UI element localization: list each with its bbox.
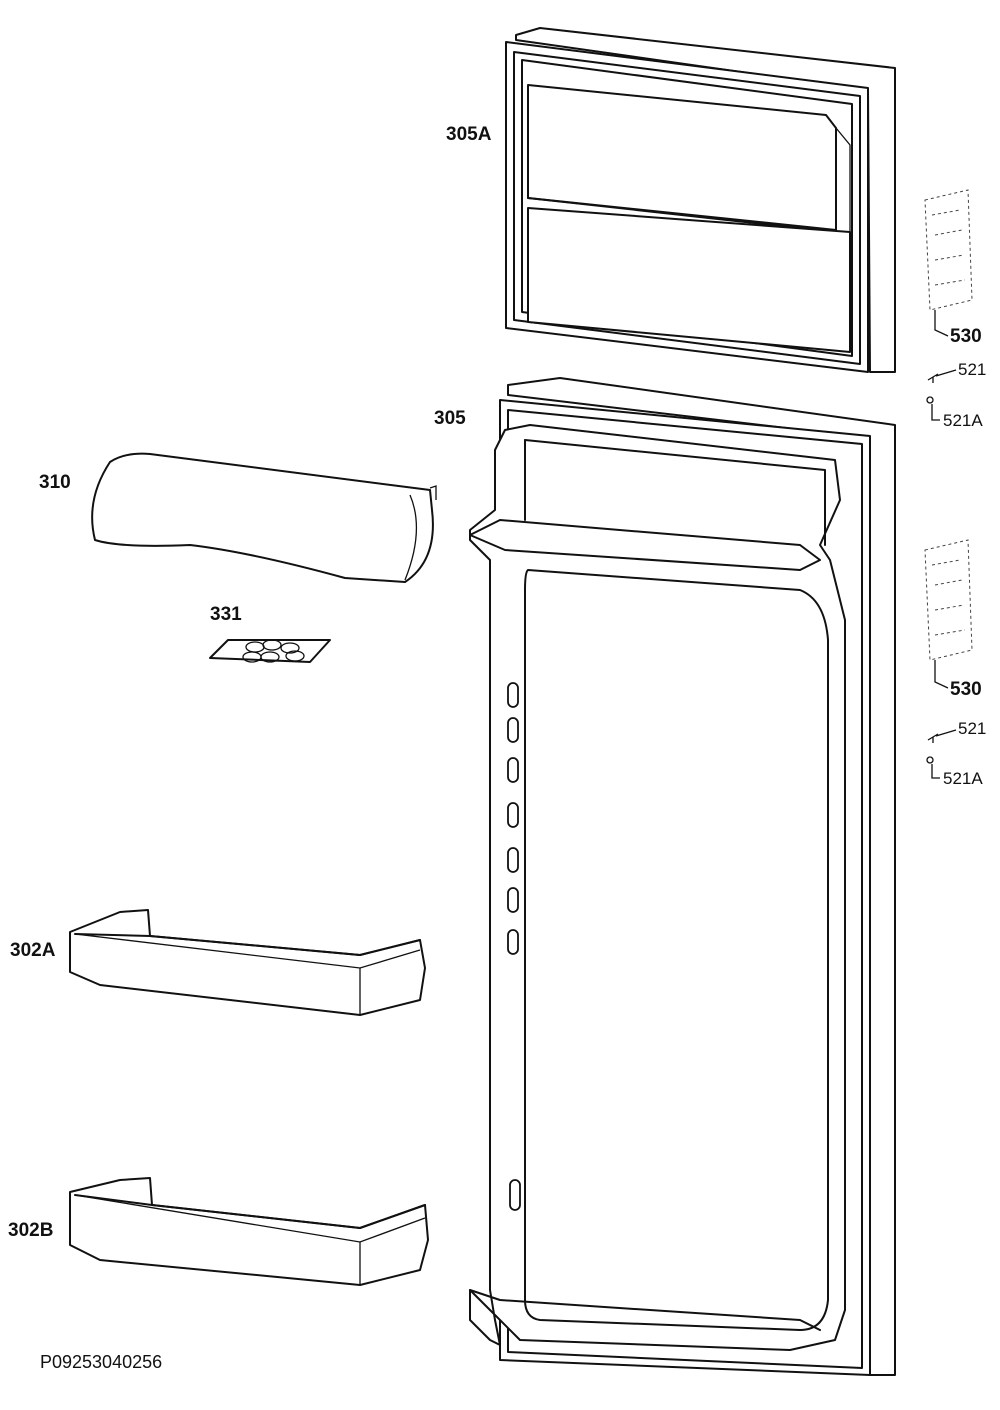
part-521A-washer-lower xyxy=(926,756,940,779)
callout-305: 305 xyxy=(434,408,466,429)
callout-521-upper: 521 xyxy=(958,360,987,379)
part-305-door-liner xyxy=(469,377,896,1376)
part-305A-freezer-door xyxy=(505,27,896,373)
callout-331: 331 xyxy=(210,604,242,625)
part-521A-washer-upper xyxy=(926,396,940,421)
part-530-hinge-bracket-lower xyxy=(924,539,973,689)
part-302A-door-bin xyxy=(69,909,426,1016)
callout-530-lower: 530 xyxy=(950,679,982,700)
callout-530-upper: 530 xyxy=(950,326,982,347)
callout-310: 310 xyxy=(39,472,71,493)
drawing-id: P09253040256 xyxy=(40,1352,163,1372)
callout-305A: 305A xyxy=(446,124,492,145)
callout-302B: 302B xyxy=(8,1220,54,1241)
callout-521A-upper: 521A xyxy=(943,411,983,430)
callout-521A-lower: 521A xyxy=(943,769,983,788)
part-530-hinge-bracket-upper xyxy=(924,189,973,337)
part-331-egg-tray xyxy=(209,639,331,663)
part-302B-door-bin xyxy=(69,1177,429,1286)
part-521-screw-lower xyxy=(927,729,957,743)
callout-521-lower: 521 xyxy=(958,719,987,738)
part-521-screw-upper xyxy=(927,369,957,383)
part-310-dairy-compartment-cover xyxy=(91,452,437,583)
callout-302A: 302A xyxy=(10,940,56,961)
